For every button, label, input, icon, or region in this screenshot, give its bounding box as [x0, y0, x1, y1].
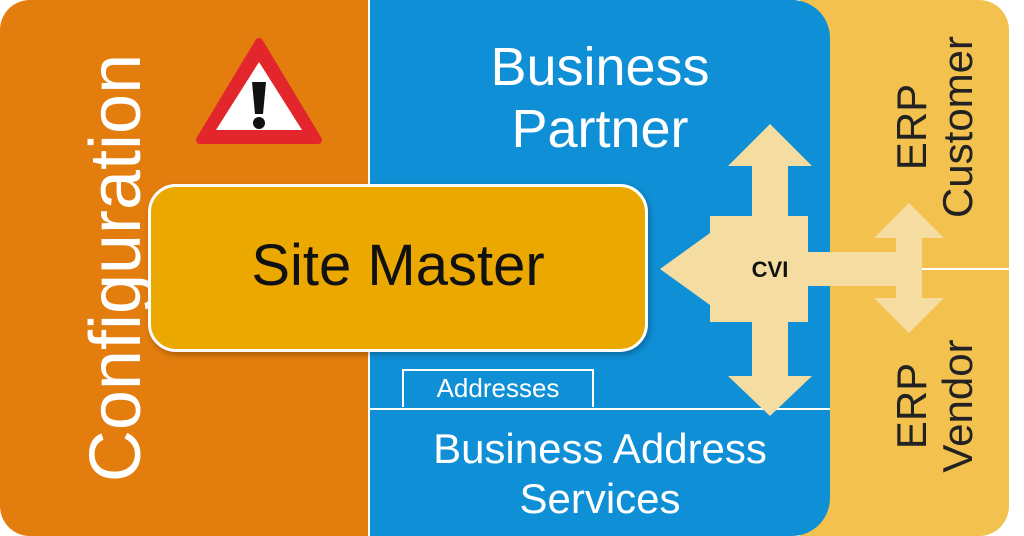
- erp-customer-line1: ERP: [888, 83, 935, 171]
- site-master-box: [148, 184, 648, 352]
- erp-vendor-label: ERP Vendor: [888, 339, 981, 473]
- erp-customer-line2: Customer: [934, 35, 981, 219]
- addresses-tab: [402, 369, 594, 407]
- erp-vendor-line2: Vendor: [934, 339, 981, 473]
- business-partner-title: Business Partner: [430, 36, 770, 160]
- business-partner-title-line1: Business: [490, 37, 710, 97]
- business-partner-title-line2: Partner: [511, 99, 689, 159]
- erp-two-way-vertical-arrow-icon: [874, 203, 944, 333]
- cvi-four-way-arrow-icon: [660, 124, 812, 416]
- cvi-erp-connector: [800, 252, 898, 286]
- business-address-services-line1: Business Address: [433, 425, 767, 472]
- site-master-label: Site Master: [251, 233, 545, 298]
- business-address-services-title: Business Address Services: [380, 424, 820, 524]
- business-address-divider: [370, 408, 830, 410]
- cvi-label: CVI: [751, 257, 789, 282]
- erp-vendor-line1: ERP: [888, 362, 935, 450]
- configuration-label: Configuration: [76, 53, 156, 483]
- business-address-services-line2: Services: [519, 475, 681, 522]
- addresses-label: Addresses: [436, 373, 560, 403]
- erp-customer-label: ERP Customer: [888, 35, 981, 219]
